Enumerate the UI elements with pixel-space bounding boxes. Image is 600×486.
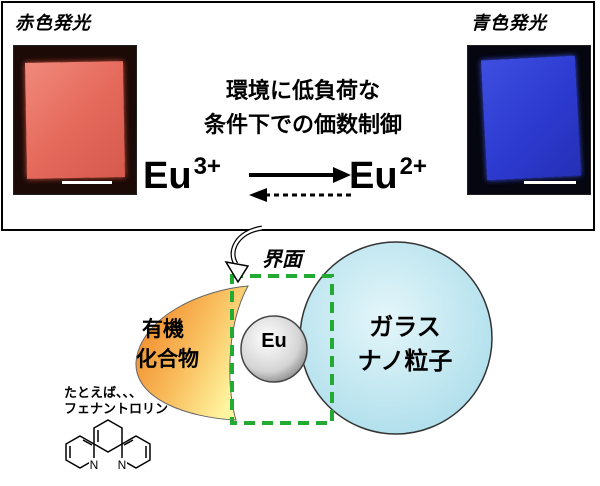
example-line-1: たとえば、、、 bbox=[64, 386, 143, 401]
n-atom-bg bbox=[89, 458, 99, 470]
glass-line-2: ナノ粒子 bbox=[357, 347, 453, 375]
middle-ring bbox=[93, 419, 123, 453]
condition-line-2: 条件下での価数制御 bbox=[203, 113, 402, 138]
nitrogen-atom-left: N bbox=[90, 458, 99, 472]
red-emission-photo bbox=[13, 45, 137, 195]
top-panel: 赤色発光 青色発光 環境に低負荷な 条件下での価数制御 Eu3+ Eu2+ bbox=[1, 1, 595, 231]
scale-bar bbox=[524, 181, 576, 184]
reverse-arrowhead bbox=[249, 188, 267, 202]
eu3-base: Eu bbox=[143, 155, 192, 197]
organic-compound-label: 有機 化合物 bbox=[136, 314, 226, 374]
eu-ion-label: Eu bbox=[261, 330, 287, 352]
nitrogen-atom-right: N bbox=[118, 458, 127, 472]
n-atom-bg bbox=[117, 458, 127, 470]
eu-ion-sphere bbox=[240, 315, 308, 383]
blue-emission-label: 青色発光 bbox=[471, 13, 547, 34]
eu2-charge: 2+ bbox=[399, 153, 427, 180]
eu3-species: Eu3+ bbox=[143, 153, 221, 198]
organic-line-1: 有機 bbox=[142, 317, 184, 341]
interface-label: 界面 bbox=[262, 247, 302, 271]
example-line-2: フェナントロリン bbox=[64, 402, 169, 417]
interface-box bbox=[230, 274, 334, 425]
equilibrium-arrows bbox=[249, 167, 351, 202]
glass-nanoparticle-label: ガラス ナノ粒子 bbox=[340, 310, 470, 378]
organic-line-2: 化合物 bbox=[136, 347, 199, 371]
right-ring bbox=[121, 435, 151, 469]
forward-arrowhead bbox=[333, 167, 351, 183]
scale-bar bbox=[62, 181, 112, 184]
organic-compound-shape bbox=[135, 285, 249, 421]
eu2-species: Eu2+ bbox=[349, 153, 427, 198]
bond bbox=[82, 439, 93, 446]
bond bbox=[123, 439, 134, 446]
condition-line-1: 環境に低負荷な bbox=[225, 79, 380, 104]
example-label: たとえば、、、 フェナントロリン bbox=[64, 386, 168, 418]
red-emission-label: 赤色発光 bbox=[15, 13, 91, 34]
eu2-base: Eu bbox=[349, 155, 398, 197]
phenanthroline-structure: N N bbox=[65, 419, 151, 472]
blue-emission-photo bbox=[467, 45, 591, 195]
eu3-charge: 3+ bbox=[193, 153, 221, 180]
curved-arrowhead bbox=[224, 260, 250, 284]
glass-line-1: ガラス bbox=[369, 313, 441, 341]
curved-arrow-body bbox=[231, 226, 263, 265]
